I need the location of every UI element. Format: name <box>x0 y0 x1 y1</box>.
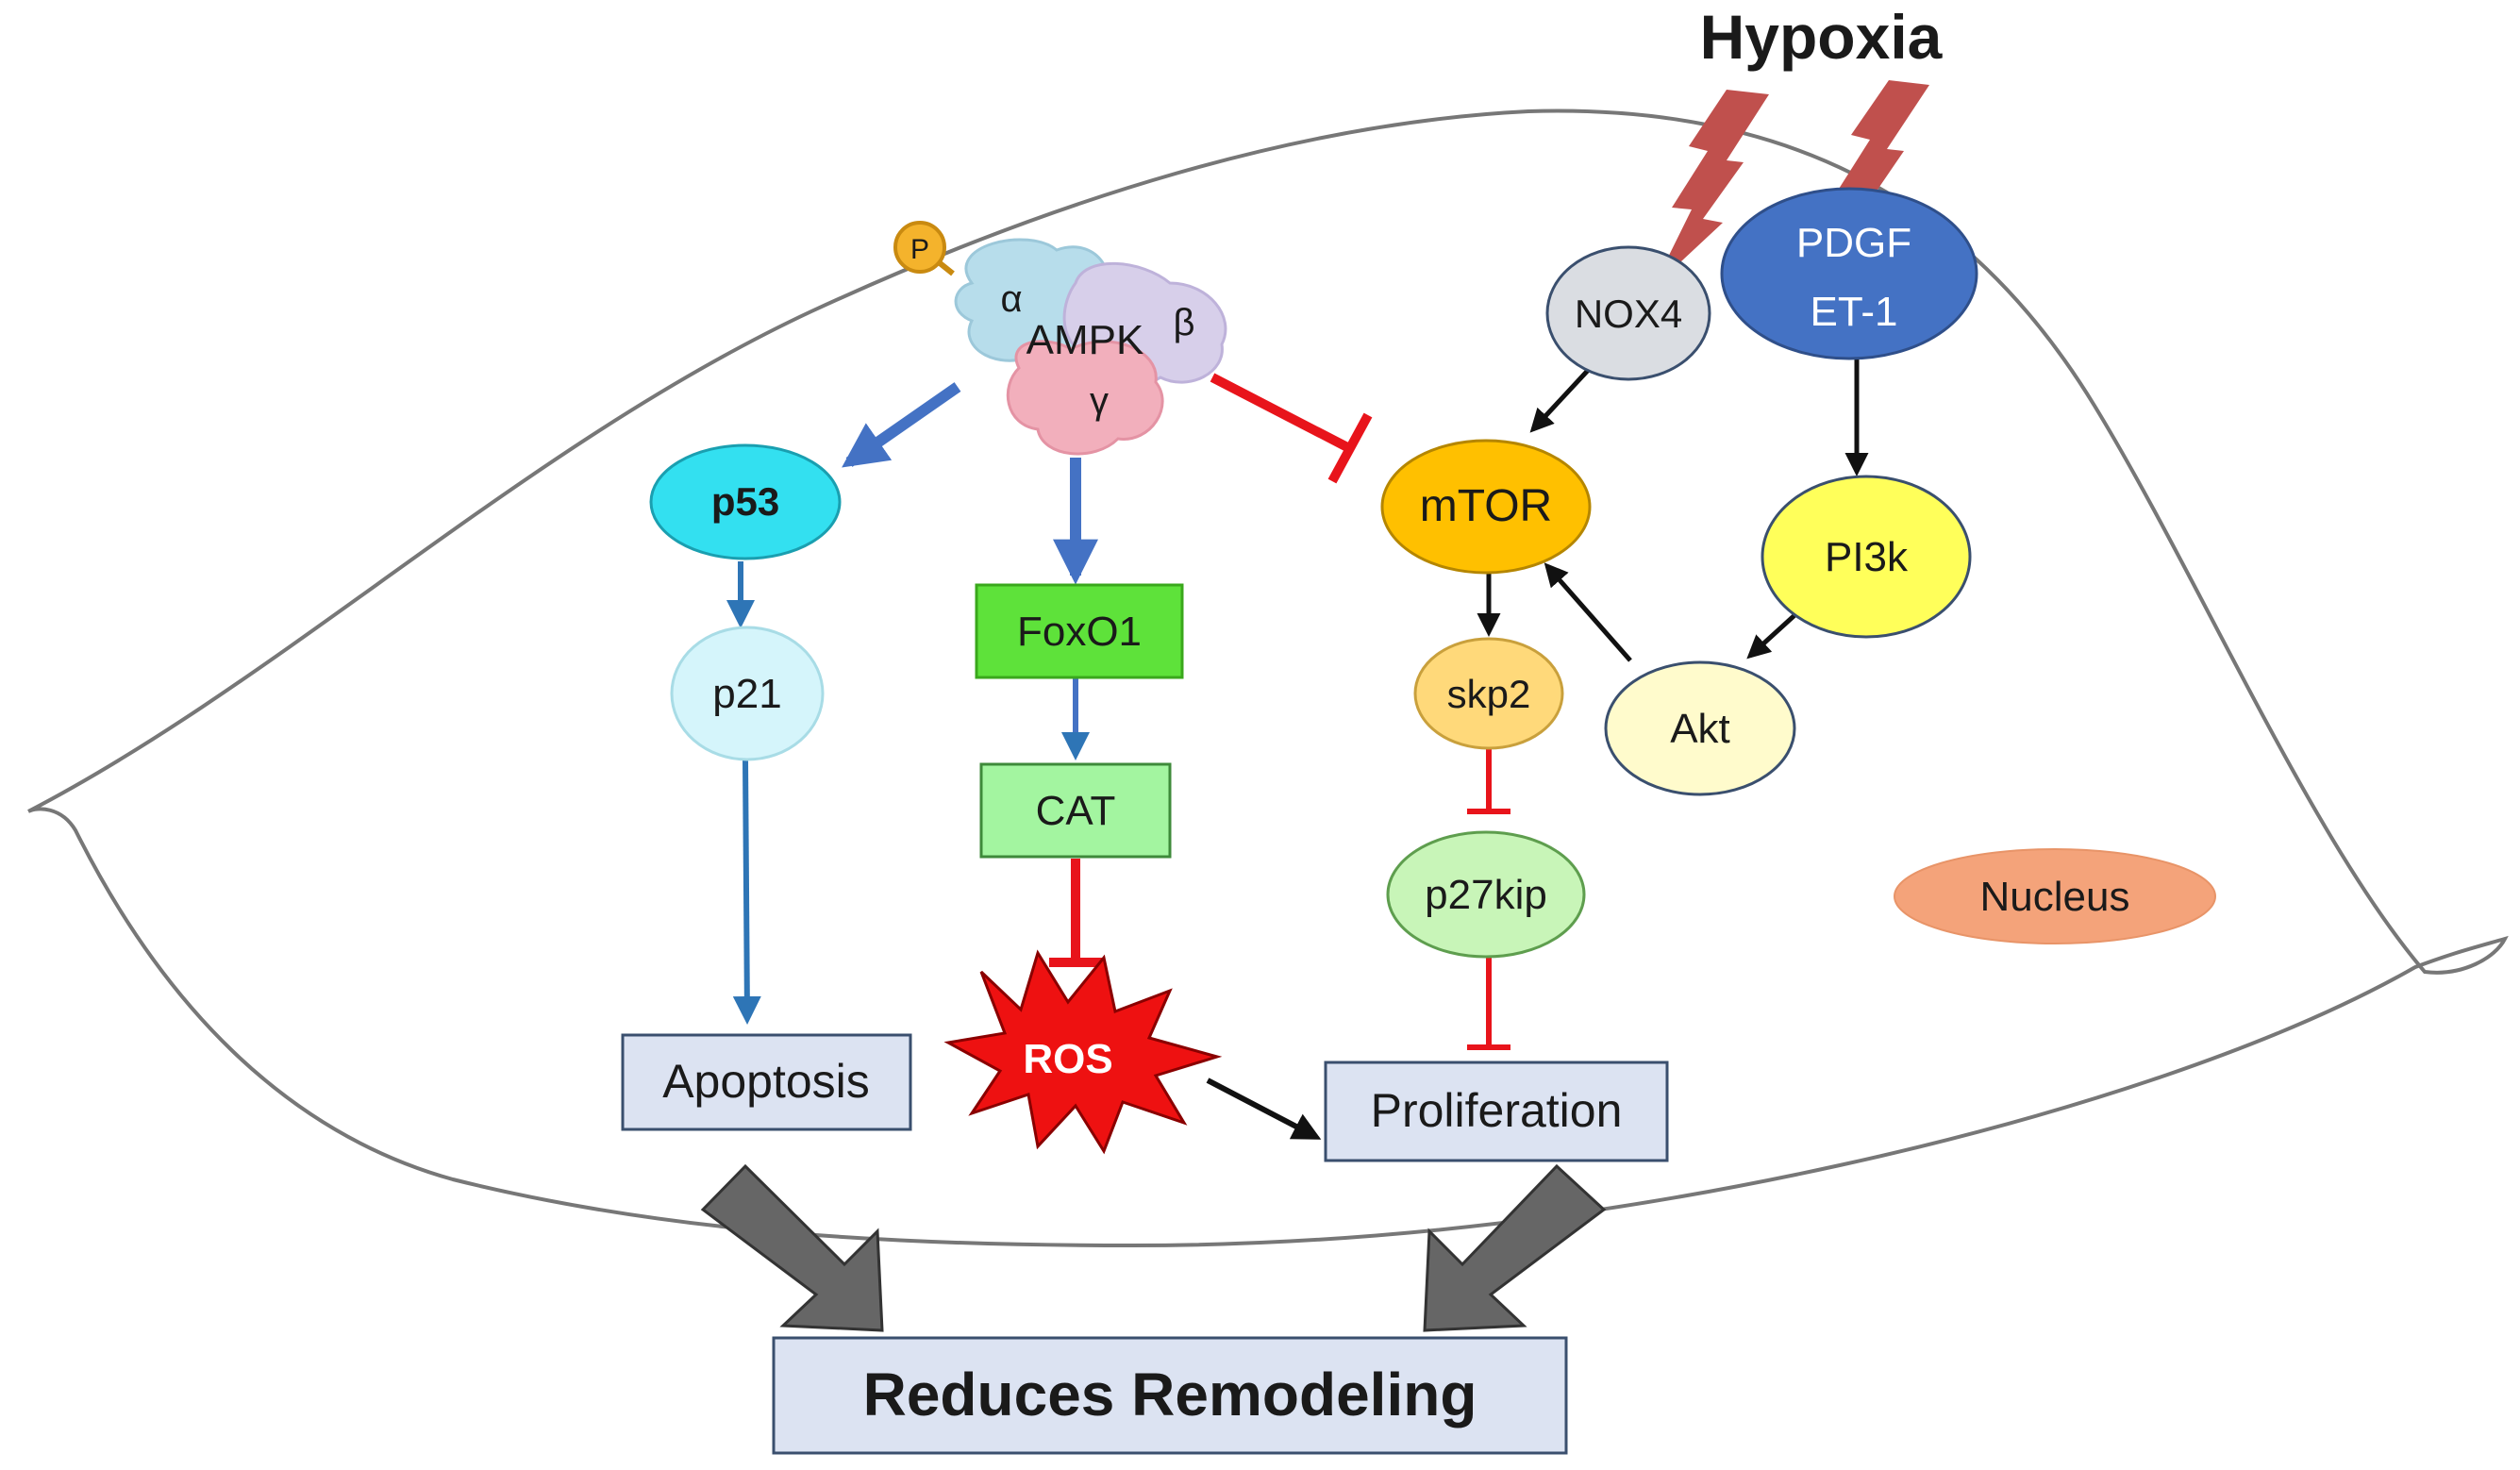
ros-node: ROS <box>943 949 1223 1155</box>
pi3k-to-akt-arrow <box>1746 607 1804 660</box>
p27kip-label: p27kip <box>1425 872 1547 918</box>
nucleus-label: Nucleus <box>1980 874 2130 920</box>
ampk-label: AMPK <box>1026 317 1144 363</box>
ampk-alpha-label: α <box>1000 278 1022 320</box>
foxo1-node: FoxO1 <box>975 583 1184 679</box>
ampk-to-p53-arrow <box>842 382 961 468</box>
pi3k-node: PI3k <box>1761 475 1972 639</box>
foxo1-label: FoxO1 <box>1017 609 1142 655</box>
nox4-node: NOX4 <box>1545 245 1711 381</box>
apoptosis-box: Apoptosis <box>621 1033 912 1131</box>
akt-label: Akt <box>1670 706 1730 752</box>
cell-membrane <box>27 109 2509 1248</box>
apoptosis-label: Apoptosis <box>662 1055 870 1108</box>
cat-label: CAT <box>1036 788 1116 834</box>
pdgf-label: PDGF <box>1796 220 1911 266</box>
proliferation-label: Proliferation <box>1371 1084 1623 1137</box>
hypoxia-bolt-left-icon <box>1653 90 1769 288</box>
skp2-label: skp2 <box>1447 672 1531 716</box>
p53-node: p53 <box>649 443 842 560</box>
ampk-beta-label: β <box>1173 302 1194 343</box>
mtor-node: mTOR <box>1380 439 1592 575</box>
proliferation-box: Proliferation <box>1324 1061 1669 1162</box>
p21-label: p21 <box>712 671 781 717</box>
ampk-inhibits-mtor-bar <box>1327 412 1373 484</box>
proliferation-to-outcome-arrow-icon <box>1423 1163 1607 1332</box>
cat-node: CAT <box>979 762 1172 859</box>
p21-to-apoptosis-arrow <box>732 759 761 1025</box>
nox4-label: NOX4 <box>1575 292 1682 336</box>
ampk-complex: P α β AMPK γ <box>893 221 1227 456</box>
ampk-gamma-label: γ <box>1090 380 1109 422</box>
apoptosis-to-outcome-arrow-icon <box>700 1163 884 1332</box>
phosphate-icon <box>893 221 946 274</box>
p21-node: p21 <box>670 626 825 761</box>
p53-label: p53 <box>711 479 779 524</box>
ros-to-proliferation-arrow <box>1206 1077 1322 1140</box>
outcome-label: Reduces Remodeling <box>863 1361 1477 1428</box>
et1-label: ET-1 <box>1811 289 1898 335</box>
pi3k-label: PI3k <box>1825 534 1909 580</box>
nucleus-node: Nucleus <box>1894 848 2216 944</box>
akt-to-mtor-arrow <box>1544 562 1632 662</box>
nox4-to-mtor-arrow <box>1529 361 1596 433</box>
p27kip-node: p27kip <box>1386 830 1586 959</box>
ros-label: ROS <box>1023 1036 1112 1082</box>
pdgf-et1-node: PDGF ET-1 <box>1720 187 1978 360</box>
outcome-box: Reduces Remodeling <box>772 1336 1568 1455</box>
hypoxia-label: Hypoxia <box>1700 2 1944 72</box>
ros-burst-icon <box>943 949 1223 1155</box>
akt-node: Akt <box>1604 660 1796 796</box>
skp2-node: skp2 <box>1413 637 1564 750</box>
ampk-inhibits-mtor <box>1210 373 1352 453</box>
ampk-gamma-subunit <box>1006 340 1164 456</box>
phosphate-label: P <box>910 234 929 265</box>
mtor-label: mTOR <box>1420 481 1552 531</box>
